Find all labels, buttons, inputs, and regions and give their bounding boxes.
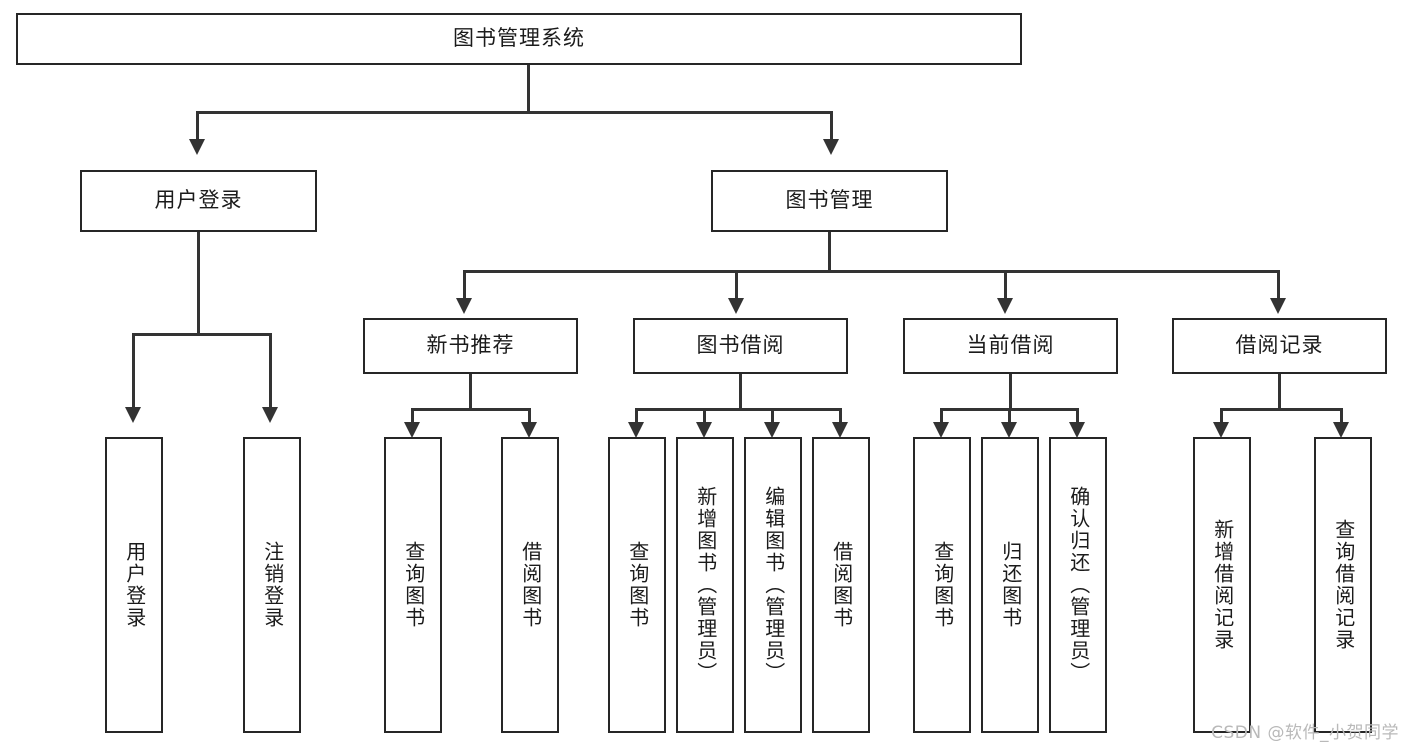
leaf-label: 注销登录 [260, 541, 285, 629]
leaf-new-book-recommend-2[interactable]: 借阅图书 [501, 437, 559, 733]
arrowhead-book-management [823, 139, 839, 155]
arrowhead-current-borrow-leaf-3 [1069, 422, 1085, 438]
edge-book-management-stem [828, 232, 831, 272]
leaf-label: 借阅图书 [518, 541, 543, 629]
arrowhead-new-book-recommend [456, 298, 472, 314]
arrowhead-new-book-leaf-1 [404, 422, 420, 438]
leaf-label: 查询图书 [401, 541, 426, 629]
leaf-label: 查询借阅记录 [1331, 519, 1356, 651]
edge-root-bar [196, 111, 833, 114]
edge-user-login-to-leaf-1 [132, 333, 135, 409]
arrowhead-borrow-records-leaf-1 [1213, 422, 1229, 438]
node-current-borrow[interactable]: 当前借阅 [903, 318, 1118, 374]
arrowhead-book-borrow-leaf-4 [832, 422, 848, 438]
leaf-book-borrow-3[interactable]: 编辑图书（管理员） [744, 437, 802, 733]
edge-bm-to-current-borrow [1004, 270, 1007, 300]
leaf-label: 查询图书 [625, 541, 650, 629]
arrowhead-current-borrow-leaf-1 [933, 422, 949, 438]
arrowhead-current-borrow-leaf-2 [1001, 422, 1017, 438]
edge-user-login-to-leaf-2 [269, 333, 272, 409]
node-borrow-records[interactable]: 借阅记录 [1172, 318, 1387, 374]
node-label: 图书管理 [785, 188, 874, 213]
edge-book-borrow-stem [739, 374, 742, 410]
leaf-book-borrow-4[interactable]: 借阅图书 [812, 437, 870, 733]
edge-book-management-bar [463, 270, 1280, 273]
arrowhead-book-borrow-leaf-2 [696, 422, 712, 438]
watermark: CSDN @软件_小贺同学 [1211, 723, 1399, 743]
edge-root-to-book-management [830, 111, 833, 141]
edge-borrow-records-stem [1278, 374, 1281, 410]
edge-book-borrow-to-leaf-2 [703, 408, 706, 426]
node-label: 图书管理系统 [453, 26, 585, 51]
node-label: 当前借阅 [966, 333, 1055, 358]
node-user-login[interactable]: 用户登录 [80, 170, 317, 232]
leaf-label: 新增借阅记录 [1210, 519, 1235, 651]
leaf-label: 借阅图书 [829, 541, 854, 629]
arrowhead-borrow-records [1270, 298, 1286, 314]
leaf-current-borrow-1[interactable]: 查询图书 [913, 437, 971, 733]
node-root-book-management-system[interactable]: 图书管理系统 [16, 13, 1022, 65]
edge-bm-to-borrow-records [1277, 270, 1280, 300]
node-new-book-recommend[interactable]: 新书推荐 [363, 318, 578, 374]
leaf-label: 确认归还（管理员） [1066, 486, 1091, 684]
arrowhead-new-book-leaf-2 [521, 422, 537, 438]
arrowhead-user-login-leaf-2 [262, 407, 278, 423]
node-label: 图书借阅 [696, 333, 785, 358]
edge-borrow-records-to-leaf-2 [1340, 408, 1343, 426]
node-label: 借阅记录 [1235, 333, 1324, 358]
edge-root-stem [527, 65, 530, 113]
edge-borrow-records-bar [1220, 408, 1342, 411]
leaf-book-borrow-1[interactable]: 查询图书 [608, 437, 666, 733]
edge-current-borrow-stem [1009, 374, 1012, 410]
leaf-user-login-1[interactable]: 用户登录 [105, 437, 163, 733]
edge-user-login-bar [132, 333, 269, 336]
leaf-label: 编辑图书（管理员） [761, 486, 786, 684]
arrowhead-borrow-records-leaf-2 [1333, 422, 1349, 438]
edge-bm-to-new-book [463, 270, 466, 300]
arrowhead-current-borrow [997, 298, 1013, 314]
edge-root-to-user-login [196, 111, 199, 141]
node-book-borrow[interactable]: 图书借阅 [633, 318, 848, 374]
leaf-label: 新增图书（管理员） [693, 486, 718, 684]
arrowhead-user-login [189, 139, 205, 155]
edge-new-book-to-leaf-2 [528, 408, 531, 426]
edge-new-book-to-leaf-1 [411, 408, 414, 426]
edge-book-borrow-bar [635, 408, 842, 411]
node-label: 用户登录 [154, 188, 243, 213]
edge-book-borrow-to-leaf-4 [839, 408, 842, 426]
arrowhead-book-borrow-leaf-1 [628, 422, 644, 438]
leaf-label: 用户登录 [122, 541, 147, 629]
node-book-management[interactable]: 图书管理 [711, 170, 948, 232]
edge-new-book-stem [469, 374, 472, 410]
leaf-book-borrow-2[interactable]: 新增图书（管理员） [676, 437, 734, 733]
edge-current-borrow-to-leaf-3 [1076, 408, 1079, 426]
leaf-new-book-recommend-1[interactable]: 查询图书 [384, 437, 442, 733]
leaf-borrow-records-2[interactable]: 查询借阅记录 [1314, 437, 1372, 733]
arrowhead-user-login-leaf-1 [125, 407, 141, 423]
edge-current-borrow-to-leaf-2 [1008, 408, 1011, 426]
arrowhead-book-borrow [728, 298, 744, 314]
edge-current-borrow-to-leaf-1 [940, 408, 943, 426]
edge-new-book-bar [411, 408, 531, 411]
edge-book-borrow-to-leaf-1 [635, 408, 638, 426]
node-label: 新书推荐 [426, 333, 515, 358]
arrowhead-book-borrow-leaf-3 [764, 422, 780, 438]
leaf-borrow-records-1[interactable]: 新增借阅记录 [1193, 437, 1251, 733]
leaf-user-login-2[interactable]: 注销登录 [243, 437, 301, 733]
leaf-current-borrow-3[interactable]: 确认归还（管理员） [1049, 437, 1107, 733]
edge-user-login-stem [197, 232, 200, 335]
edge-book-borrow-to-leaf-3 [771, 408, 774, 426]
leaf-label: 归还图书 [998, 541, 1023, 629]
leaf-current-borrow-2[interactable]: 归还图书 [981, 437, 1039, 733]
edge-borrow-records-to-leaf-1 [1220, 408, 1223, 426]
edge-bm-to-book-borrow [735, 270, 738, 300]
leaf-label: 查询图书 [930, 541, 955, 629]
